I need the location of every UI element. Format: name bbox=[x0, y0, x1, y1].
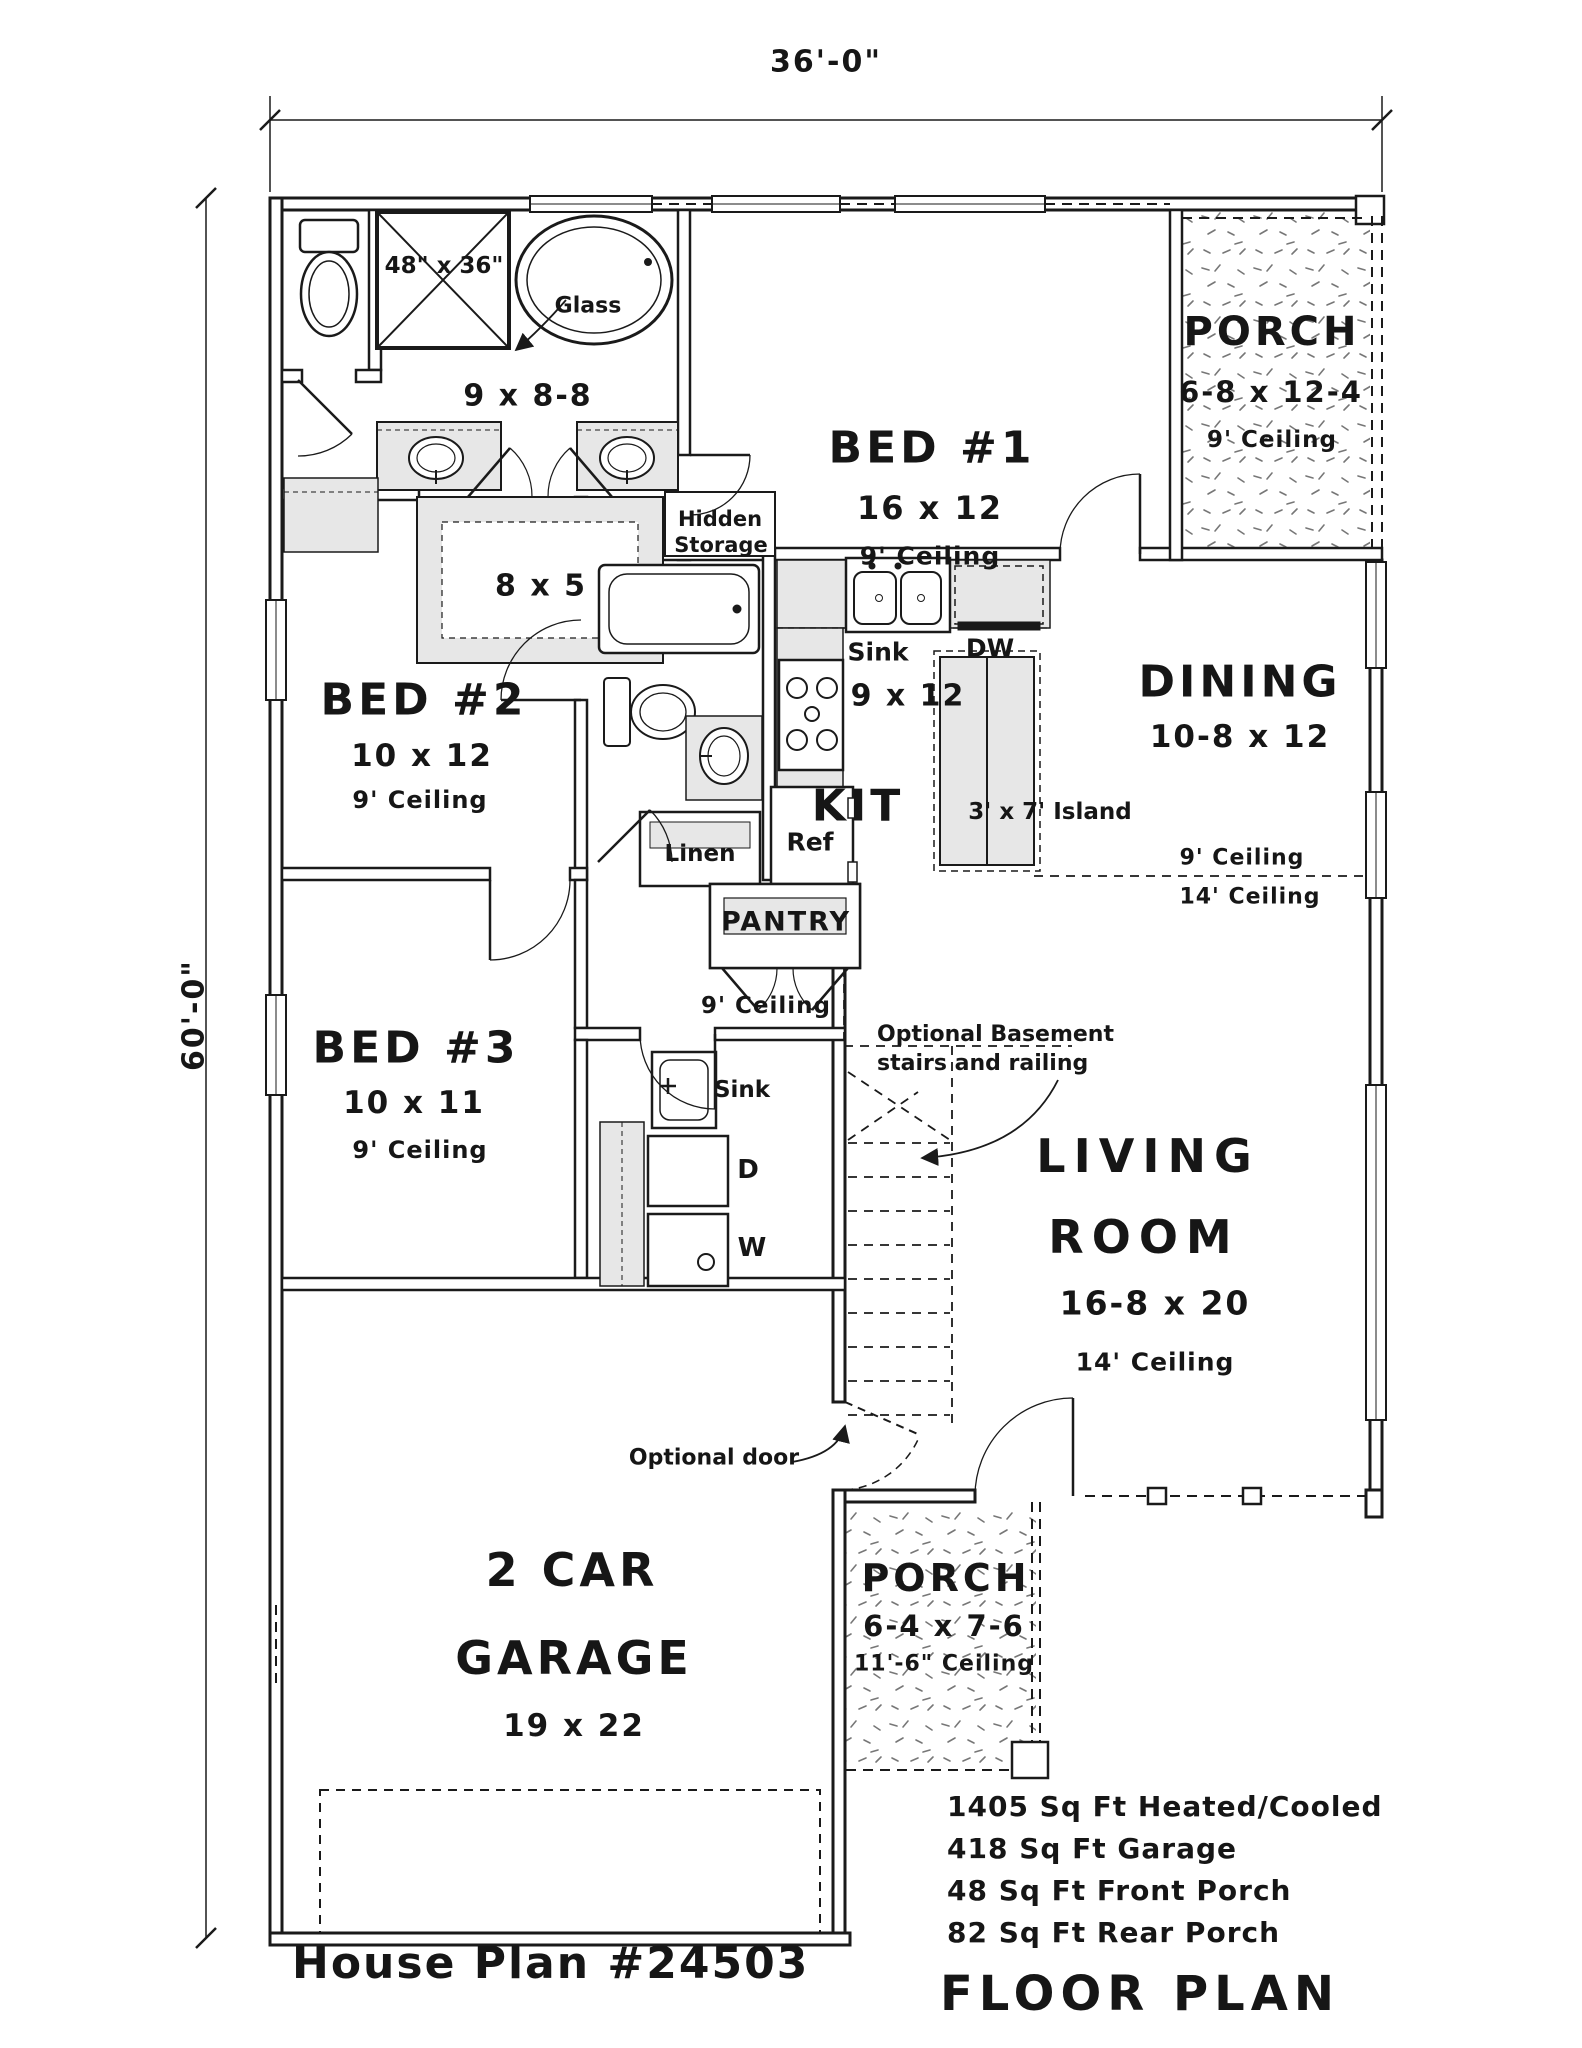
hidden-storage-label-1: Hidden bbox=[677, 507, 763, 531]
bed3-size: 10 x 11 bbox=[343, 1085, 485, 1121]
front-porch-ceiling: 9' Ceiling bbox=[1206, 427, 1338, 453]
garage-name-2: GARAGE bbox=[455, 1631, 693, 1685]
living-size: 16-8 x 20 bbox=[1059, 1283, 1251, 1323]
bed2-name: BED #2 bbox=[320, 674, 528, 726]
wall-dashes bbox=[275, 203, 1383, 1772]
master-bath-size-label: 9 x 8-8 bbox=[463, 378, 593, 414]
garage-door-recess bbox=[319, 1789, 821, 1934]
living-ceiling: 14' Ceiling bbox=[1075, 1347, 1235, 1377]
dryer-label: D bbox=[737, 1155, 759, 1185]
bed3-name: BED #3 bbox=[312, 1022, 520, 1074]
dim-top-label: 36'-0" bbox=[770, 44, 882, 80]
annotation-arrows bbox=[514, 299, 1059, 1463]
dining-name: DINING bbox=[1138, 656, 1342, 708]
dimension-lines bbox=[195, 96, 1393, 1949]
hidden-storage-nook bbox=[664, 491, 776, 557]
bed1-ceiling: 9' Ceiling bbox=[859, 541, 1001, 571]
rear-porch-posts bbox=[1010, 1486, 1263, 1780]
rear-porch-size: 6-4 x 7-6 bbox=[863, 1609, 1025, 1643]
laundry-sink-label: Sink bbox=[713, 1077, 771, 1103]
glass-note-label: Glass bbox=[554, 293, 622, 319]
kitchen-size: 9 x 12 bbox=[850, 678, 966, 714]
basement-note-2: stairs and railing bbox=[877, 1051, 1089, 1076]
island-label: 3' x 7' Island bbox=[968, 799, 1132, 825]
hall-bath-sink bbox=[685, 715, 763, 801]
hidden-storage-label-2: Storage bbox=[674, 533, 768, 557]
shower-fixture bbox=[375, 210, 511, 350]
drawing-title: FLOOR PLAN bbox=[940, 1966, 1341, 2022]
living-name-2: ROOM bbox=[1048, 1210, 1240, 1264]
kitchen-sink-fixture bbox=[844, 556, 952, 634]
kitchen-name: KIT bbox=[811, 780, 905, 832]
living-name-1: LIVING bbox=[1036, 1129, 1260, 1183]
front-porch-name: PORCH bbox=[1183, 309, 1361, 355]
left-closet bbox=[283, 477, 379, 553]
bed2-size: 10 x 12 bbox=[351, 738, 493, 774]
front-porch-size: 6-8 x 12-4 bbox=[1179, 375, 1363, 409]
doors bbox=[297, 379, 1142, 1497]
ceiling-break-high: 14' Ceiling bbox=[1179, 884, 1321, 910]
basement-note-1: Optional Basement bbox=[877, 1022, 1114, 1047]
hall-bath-toilet bbox=[603, 677, 696, 747]
stat-garage: 418 Sq Ft Garage bbox=[947, 1832, 1238, 1865]
hall-bath-tub bbox=[597, 563, 761, 655]
ceiling-break-low: 9' Ceiling bbox=[1179, 845, 1305, 871]
bed3-ceiling: 9' Ceiling bbox=[352, 1136, 488, 1164]
refrigerator-fixture bbox=[769, 785, 858, 901]
dishwasher-label: DW bbox=[965, 633, 1015, 663]
toilet-fixture bbox=[298, 218, 360, 338]
kitchen-island bbox=[933, 650, 1041, 872]
dining-size: 10-8 x 12 bbox=[1149, 719, 1331, 755]
laundry-fixtures bbox=[599, 1050, 730, 1288]
garage-name-1: 2 CAR bbox=[485, 1543, 659, 1597]
optional-door-note: Optional door bbox=[628, 1445, 800, 1471]
linen-closet bbox=[638, 810, 762, 888]
shower-size-label: 48" x 36" bbox=[384, 253, 504, 279]
dishwasher-fixture bbox=[954, 565, 1044, 631]
front-porch-floor bbox=[1182, 212, 1370, 558]
bed1-name: BED #1 bbox=[828, 422, 1036, 474]
area-statistics: 1405 Sq Ft Heated/Cooled 418 Sq Ft Garag… bbox=[947, 1786, 1383, 1954]
rear-porch-floor bbox=[846, 1503, 1036, 1769]
plan-title: House Plan #24503 bbox=[292, 1938, 810, 1989]
tub-fixture bbox=[514, 214, 674, 346]
pantry-closet bbox=[708, 882, 862, 1011]
garage-size: 19 x 22 bbox=[503, 1708, 645, 1744]
vanity-sinks bbox=[376, 421, 679, 491]
washer-label: W bbox=[737, 1233, 767, 1263]
stove-fixture bbox=[777, 658, 845, 772]
refrigerator-label: Ref bbox=[786, 827, 834, 857]
bed1-size: 16 x 12 bbox=[857, 489, 1003, 527]
linen-label: Linen bbox=[664, 841, 736, 867]
stat-rear-porch: 82 Sq Ft Rear Porch bbox=[947, 1916, 1281, 1949]
hall-ceiling-label: 9' Ceiling bbox=[700, 993, 832, 1019]
kitchen-sink-label: Sink bbox=[847, 637, 909, 667]
pantry-label: PANTRY bbox=[720, 906, 852, 938]
stairs bbox=[843, 968, 1072, 1430]
dim-left-label: 60'-0" bbox=[176, 959, 212, 1071]
rear-porch-name: PORCH bbox=[861, 1556, 1031, 1600]
bed2-ceiling: 9' Ceiling bbox=[352, 786, 488, 814]
closet-size-label: 8 x 5 bbox=[495, 568, 587, 604]
stat-front-porch: 48 Sq Ft Front Porch bbox=[947, 1874, 1292, 1907]
windows bbox=[265, 195, 1387, 1421]
stat-heated: 1405 Sq Ft Heated/Cooled bbox=[947, 1790, 1383, 1823]
rear-porch-ceiling: 11'-6" Ceiling bbox=[853, 1651, 1035, 1677]
